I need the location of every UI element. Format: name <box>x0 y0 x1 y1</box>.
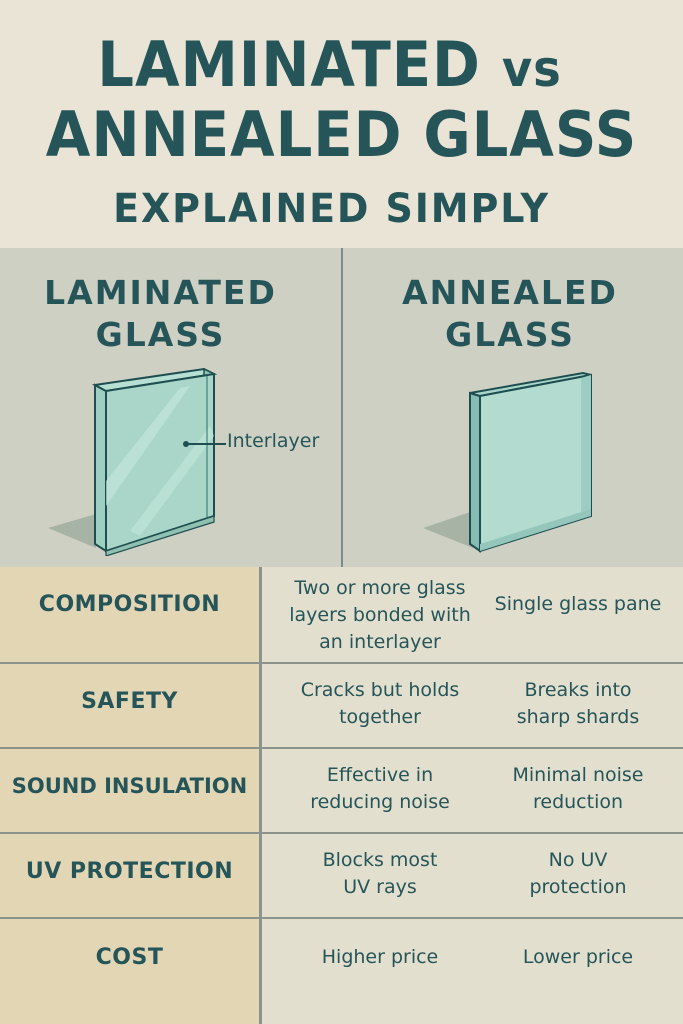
laminated-panel-title: LAMINATED GLASS <box>0 272 331 356</box>
row-label: COST <box>95 944 164 970</box>
row-divider <box>0 747 683 749</box>
value-column-bg <box>262 567 683 1024</box>
column-divider <box>259 567 262 1024</box>
annealed-cell: Lower price <box>522 945 634 968</box>
annealed-cell: No UV protection <box>529 849 627 898</box>
header: LAMINATED vs ANNEALED GLASS EXPLAINED SI… <box>0 0 683 248</box>
row-divider <box>0 832 683 834</box>
laminated-glass-pane-icon <box>48 367 226 556</box>
annealed-cell: Minimal noise reduction <box>512 764 644 813</box>
title-line-2: ANNEALED GLASS <box>45 98 638 171</box>
annealed-cell: Single glass pane <box>494 592 662 615</box>
panel-divider <box>341 248 343 567</box>
subtitle: EXPLAINED SIMPLY <box>113 186 550 232</box>
row-divider <box>0 917 683 919</box>
table-row-sound-insulation: SOUND INSULATION Effective in reducing n… <box>0 749 683 833</box>
label-column-bg <box>0 567 259 1024</box>
annealed-panel-title: ANNEALED GLASS <box>340 272 680 356</box>
laminated-cell: Higher price <box>321 945 439 968</box>
table-row-uv-protection: UV PROTECTION Blocks most UV rays No UV … <box>0 834 683 918</box>
comparison-table: COMPOSITION Two or more glass layers bon… <box>0 567 683 1024</box>
row-label: SOUND INSULATION <box>11 774 248 798</box>
laminated-cell: Blocks most UV rays <box>322 849 438 898</box>
annealed-panel: ANNEALED GLASS <box>343 248 683 567</box>
laminated-cell: Two or more glass layers bonded with an … <box>289 576 471 653</box>
table-row-cost: COST Higher price Lower price <box>0 919 683 1024</box>
annealed-title-line2: GLASS <box>445 315 575 354</box>
laminated-title-line1: LAMINATED <box>44 273 277 312</box>
title-laminated: LAMINATED <box>97 28 481 101</box>
interlayer-annotation: Interlayer <box>227 430 320 452</box>
title-line-1: LAMINATED vs <box>12 30 647 104</box>
laminated-title-line2: GLASS <box>95 315 226 354</box>
illustration-panel: LAMINATED GLASS Interlayer <box>0 248 683 567</box>
annealed-cell: Breaks into sharp shards <box>516 679 640 728</box>
laminated-cell: Effective in reducing noise <box>310 764 450 813</box>
row-label: SAFETY <box>81 688 178 714</box>
row-label: UV PROTECTION <box>25 858 234 884</box>
laminated-panel: LAMINATED GLASS Interlayer <box>0 248 341 567</box>
title-vs: vs <box>501 40 562 98</box>
row-divider <box>0 662 683 664</box>
row-label: COMPOSITION <box>38 591 221 617</box>
laminated-cell: Cracks but holds together <box>300 679 460 728</box>
annealed-title-line1: ANNEALED <box>402 273 618 312</box>
table-row-composition: COMPOSITION Two or more glass layers bon… <box>0 567 683 663</box>
annealed-glass-pane-icon <box>423 371 592 553</box>
table-row-safety: SAFETY Cracks but holds together Breaks … <box>0 664 683 748</box>
